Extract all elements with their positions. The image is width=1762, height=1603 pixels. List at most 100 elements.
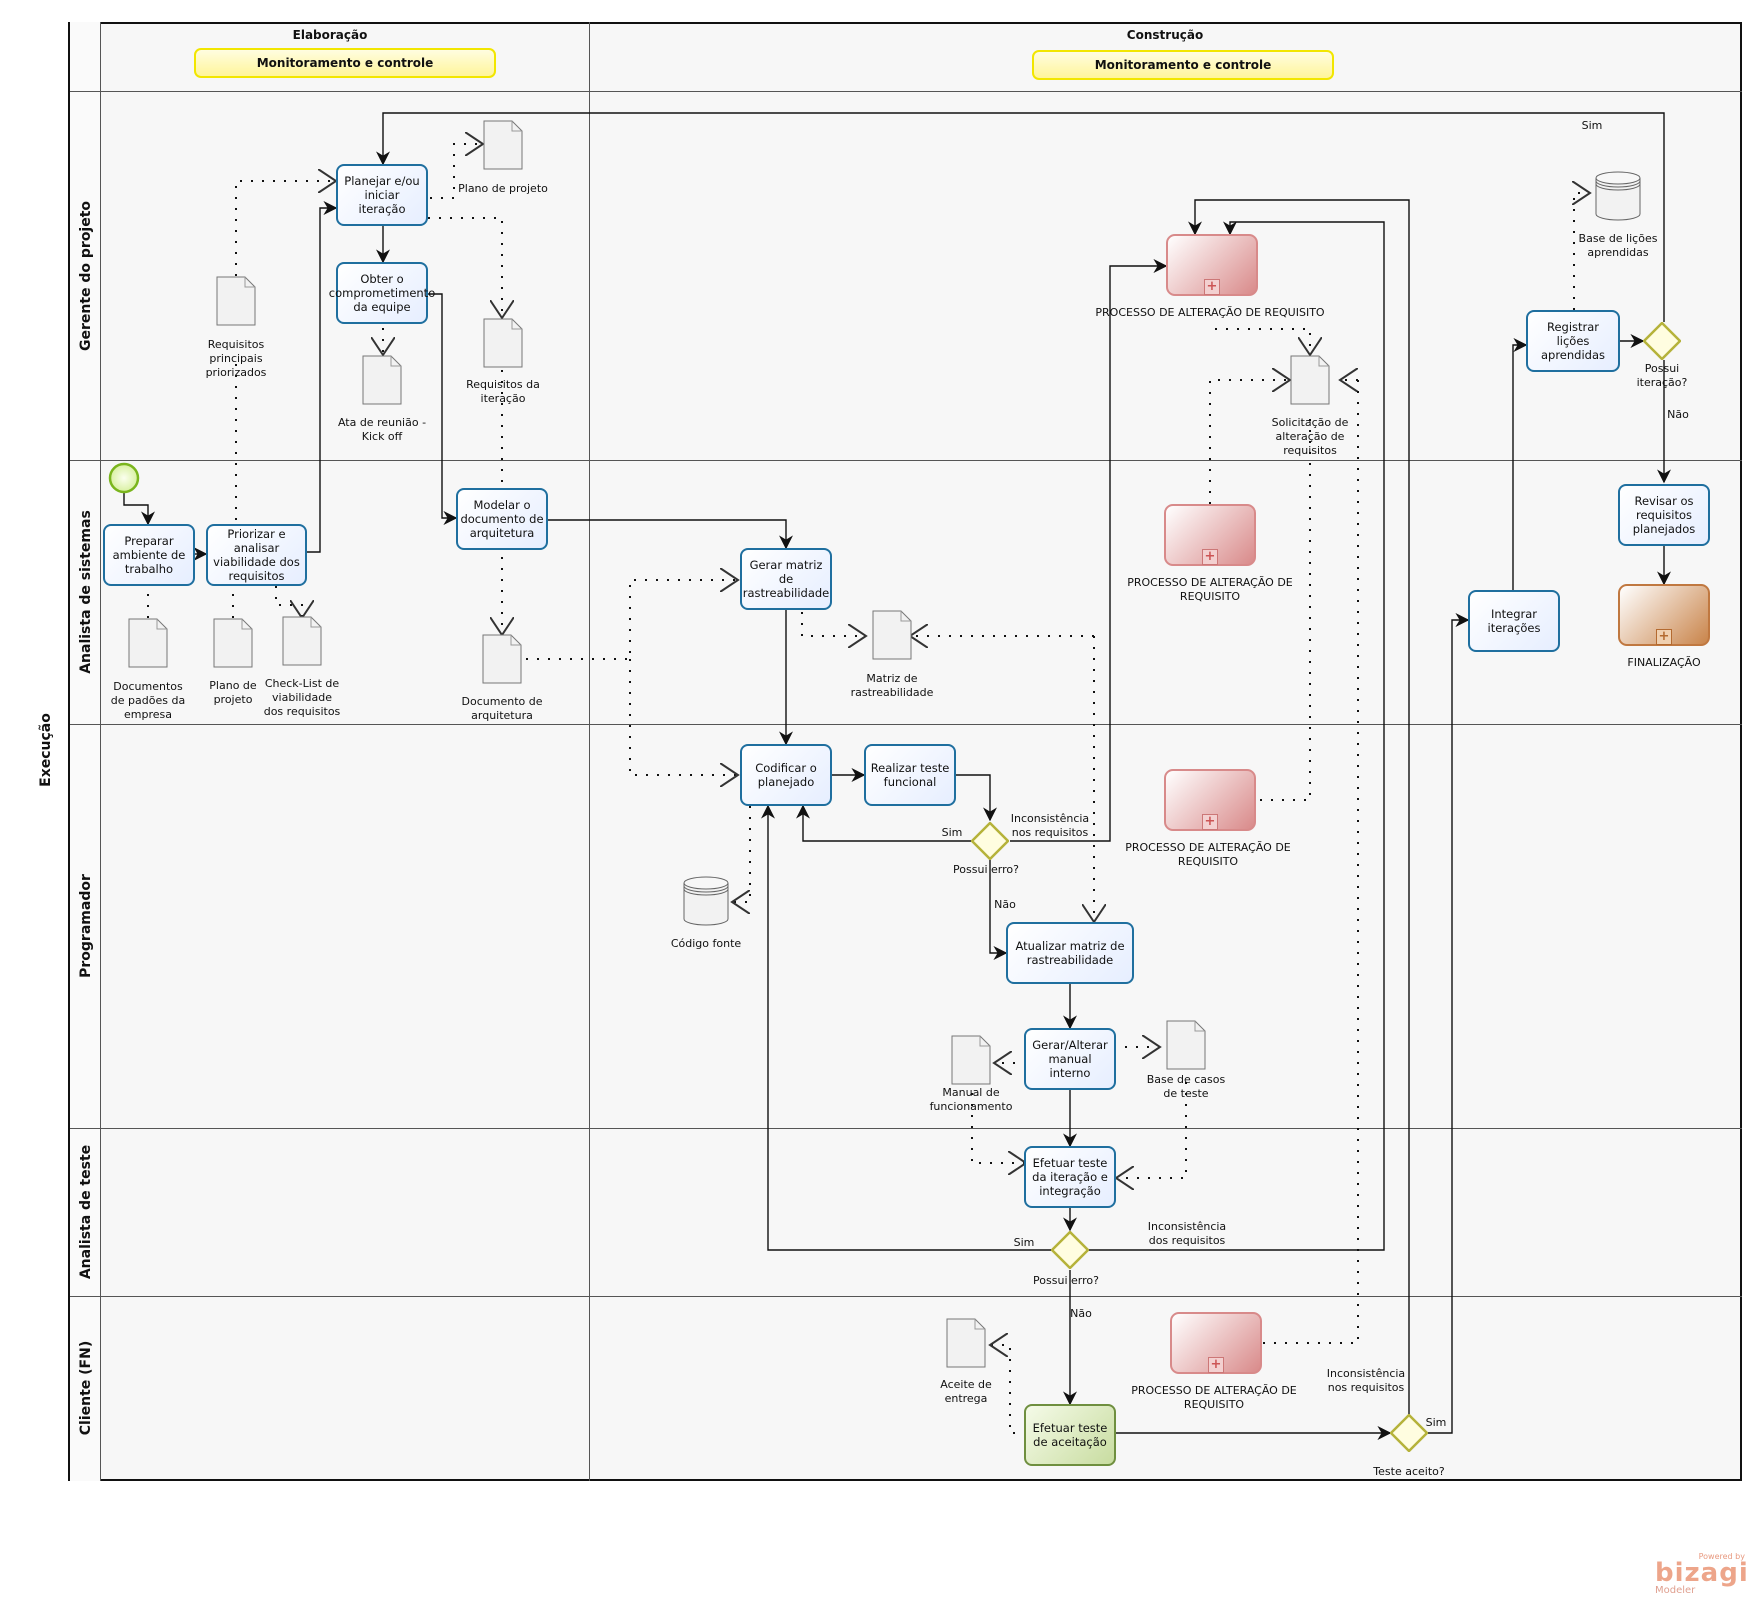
flow	[1512, 338, 1528, 590]
task-codificar[interactable]: Codificar o planejado	[740, 744, 832, 806]
document-icon[interactable]	[1166, 1020, 1206, 1070]
flow-label-inconsistencia: Inconsistência nos requisitos	[1326, 1367, 1406, 1394]
document-icon[interactable]	[951, 1035, 991, 1085]
task-planejar-iteracao[interactable]: Planejar e/ou iniciar iteração	[336, 164, 428, 226]
milestone-elaboracao[interactable]: Monitoramento e controle	[194, 48, 496, 78]
flow-label-sim: Sim	[1013, 1236, 1035, 1249]
task-revisar-requisitos[interactable]: Revisar os requisitos planejados	[1618, 484, 1710, 546]
artifact-label: Requisitos da iteração	[466, 378, 540, 405]
association	[526, 580, 738, 660]
flow	[1188, 199, 1410, 1414]
artifact-label: Plano de projeto	[458, 182, 548, 195]
association	[732, 806, 751, 902]
task-registrar-licoes[interactable]: Registrar lições aprendidas	[1526, 310, 1620, 372]
artifact-label: Manual de funcionamento	[929, 1086, 1013, 1113]
expand-icon[interactable]: +	[1656, 629, 1672, 645]
flow	[761, 804, 1052, 1251]
flow-label-inconsistencia: Inconsistência nos requisitos	[1010, 812, 1090, 839]
subprocess-alteracao-requisito[interactable]: +	[1170, 1312, 1262, 1374]
artifact-label: Aceite de entrega	[940, 1378, 992, 1405]
task-efetuar-teste-aceitacao[interactable]: Efetuar teste de aceitação	[1024, 1404, 1116, 1466]
flow	[1010, 259, 1168, 842]
gateway-label: Teste aceito?	[1373, 1465, 1445, 1478]
bizagi-wordmark: bizagi	[1655, 1558, 1749, 1588]
task-obter-comprometimento[interactable]: Obter o comprometimento da equipe	[329, 262, 435, 324]
association	[801, 612, 866, 636]
flow	[428, 293, 458, 525]
association	[1260, 380, 1359, 1344]
flow-label-sim: Sim	[941, 826, 963, 839]
task-efetuar-teste-iteracao[interactable]: Efetuar teste da iteração e integração	[1024, 1146, 1116, 1208]
expand-icon[interactable]: +	[1202, 814, 1218, 830]
artifact-label: Ata de reunião - Kick off	[337, 416, 427, 443]
database-icon[interactable]	[1592, 170, 1644, 222]
subprocess-label-finalizacao: FINALIZAÇÃO	[1627, 656, 1701, 669]
document-icon[interactable]	[216, 276, 256, 326]
document-icon[interactable]	[1290, 355, 1330, 405]
flow-label-sim: Sim	[1425, 1416, 1447, 1429]
document-icon[interactable]	[282, 616, 322, 666]
milestone-construcao[interactable]: Monitoramento e controle	[1032, 50, 1334, 80]
artifact-label: Código fonte	[670, 937, 742, 950]
lane-divider	[70, 724, 1742, 725]
flow	[548, 519, 793, 550]
document-icon[interactable]	[483, 120, 523, 170]
association	[1255, 419, 1311, 801]
subprocess-alteracao-requisito[interactable]: +	[1164, 769, 1256, 831]
database-icon[interactable]	[680, 875, 732, 927]
task-atualizar-matriz[interactable]: Atualizar matriz de rastreabilidade	[1006, 922, 1134, 984]
document-icon[interactable]	[872, 610, 912, 660]
flow	[796, 804, 971, 842]
expand-icon[interactable]: +	[1208, 1357, 1224, 1373]
pool-label-column	[20, 22, 70, 1481]
subprocess-label: PROCESSO DE ALTERAÇÃO DE REQUISITO	[1095, 306, 1325, 319]
artifact-label: Matriz de rastreabilidade	[850, 672, 934, 699]
flow-label-nao: Não	[994, 898, 1016, 911]
gateway-possui-iteracao[interactable]	[1643, 322, 1681, 360]
gateway-label: Possui erro?	[1033, 1274, 1099, 1287]
task-realizar-teste-funcional[interactable]: Realizar teste funcional	[864, 744, 956, 806]
task-priorizar-requisitos[interactable]: Priorizar e analisar viabilidade dos req…	[206, 524, 307, 586]
subprocess-finalizacao[interactable]: +	[1618, 584, 1710, 646]
phase-divider	[589, 22, 590, 1481]
artifact-label: Plano de projeto	[209, 679, 257, 706]
gateway-teste-aceito[interactable]	[1390, 1414, 1428, 1452]
document-icon[interactable]	[946, 1318, 986, 1368]
document-icon[interactable]	[482, 634, 522, 684]
gateway-possui-erro-2[interactable]	[1051, 1231, 1089, 1269]
task-integrar-iteracoes[interactable]: Integrar iterações	[1468, 590, 1560, 652]
task-gerar-matriz[interactable]: Gerar matriz de rastreabilidade	[740, 548, 832, 610]
association	[1215, 328, 1310, 355]
artifact-label: Base de casos de teste	[1146, 1073, 1226, 1100]
start-event[interactable]	[108, 462, 140, 494]
flow	[1089, 221, 1385, 1251]
document-icon[interactable]	[213, 618, 253, 668]
gateway-possui-erro-1[interactable]	[971, 822, 1009, 860]
phase-title-elaboracao: Elaboração	[292, 28, 368, 42]
subprocess-label: PROCESSO DE ALTERAÇÃO DE REQUISITO	[1127, 576, 1293, 603]
task-modelar-arquitetura[interactable]: Modelar o documento de arquitetura	[456, 488, 548, 550]
flow	[989, 860, 1008, 960]
phase-header-divider	[70, 91, 1742, 92]
modeler-text: Modeler	[1655, 1585, 1696, 1596]
document-icon[interactable]	[128, 618, 168, 668]
task-gerar-manual[interactable]: Gerar/Alterar manual interno	[1024, 1028, 1116, 1090]
document-icon[interactable]	[483, 318, 523, 368]
subprocess-label: PROCESSO DE ALTERAÇÃO DE REQUISITO	[1131, 1384, 1297, 1411]
association	[1209, 380, 1290, 504]
subprocess-alteracao-requisito[interactable]: +	[1164, 504, 1256, 566]
expand-icon[interactable]: +	[1204, 279, 1220, 295]
powered-by-text: Powered by	[1698, 1552, 1745, 1561]
flow	[376, 112, 1665, 322]
gateway-label: Possui iteração?	[1636, 362, 1688, 389]
subprocess-label: PROCESSO DE ALTERAÇÃO DE REQUISITO	[1125, 841, 1291, 868]
gateway-label: Possui erro?	[953, 863, 1019, 876]
expand-icon[interactable]: +	[1202, 549, 1218, 565]
artifact-label: Check-List de viabilidade dos requisitos	[263, 677, 341, 718]
subprocess-alteracao-requisito[interactable]: +	[1166, 234, 1258, 296]
flow-label-inconsistencia: Inconsistência dos requisitos	[1147, 1220, 1227, 1247]
task-preparar-ambiente[interactable]: Preparar ambiente de trabalho	[103, 524, 195, 586]
document-icon[interactable]	[362, 355, 402, 405]
